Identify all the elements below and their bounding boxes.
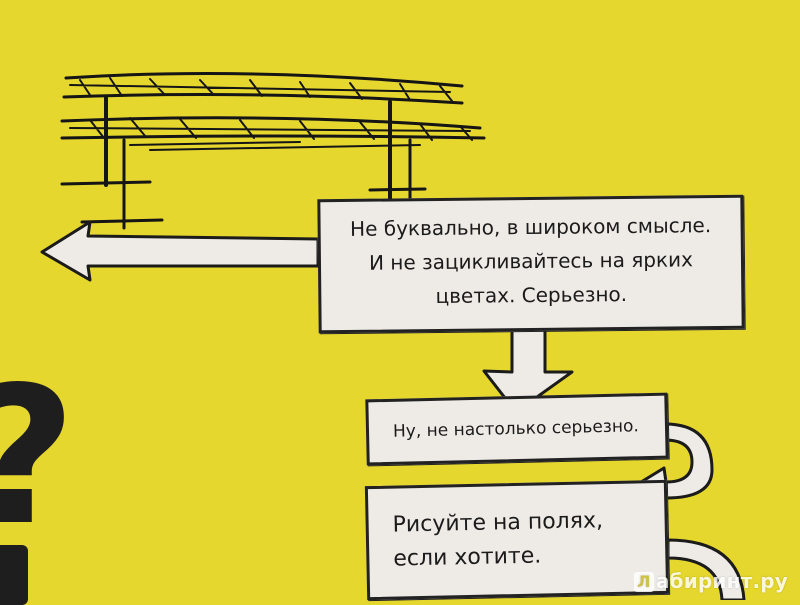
arrow-left-icon xyxy=(40,220,320,282)
labirint-logo-icon: Л xyxy=(633,572,654,592)
question-mark-shadow xyxy=(0,545,28,605)
box1-line3: цветах. Серьезно. xyxy=(435,281,628,309)
box3-line1: Рисуйте на полях, xyxy=(392,508,604,538)
flow-box-draw-margins: Рисуйте на полях, если хотите. xyxy=(364,479,670,601)
flow-box-literal: Не буквально, в широком смысле. И не зац… xyxy=(317,194,745,334)
question-mark-icon: ? xyxy=(0,362,76,552)
box3-line2: если хотите. xyxy=(393,543,542,572)
arrow-curve-down-icon xyxy=(666,538,746,600)
box1-line1: Не буквально, в широком смысле. xyxy=(349,213,712,241)
watermark-text: абиринт.ру xyxy=(655,569,788,593)
box2-text: Ну, не настолько серьезно. xyxy=(392,416,640,442)
arrow-down-icon xyxy=(482,324,574,414)
table-sketch-icon xyxy=(60,72,486,230)
box1-line2: И не зацикливайтесь на ярких xyxy=(368,247,694,275)
flow-box-not-serious: Ну, не настолько серьезно. xyxy=(365,392,669,466)
